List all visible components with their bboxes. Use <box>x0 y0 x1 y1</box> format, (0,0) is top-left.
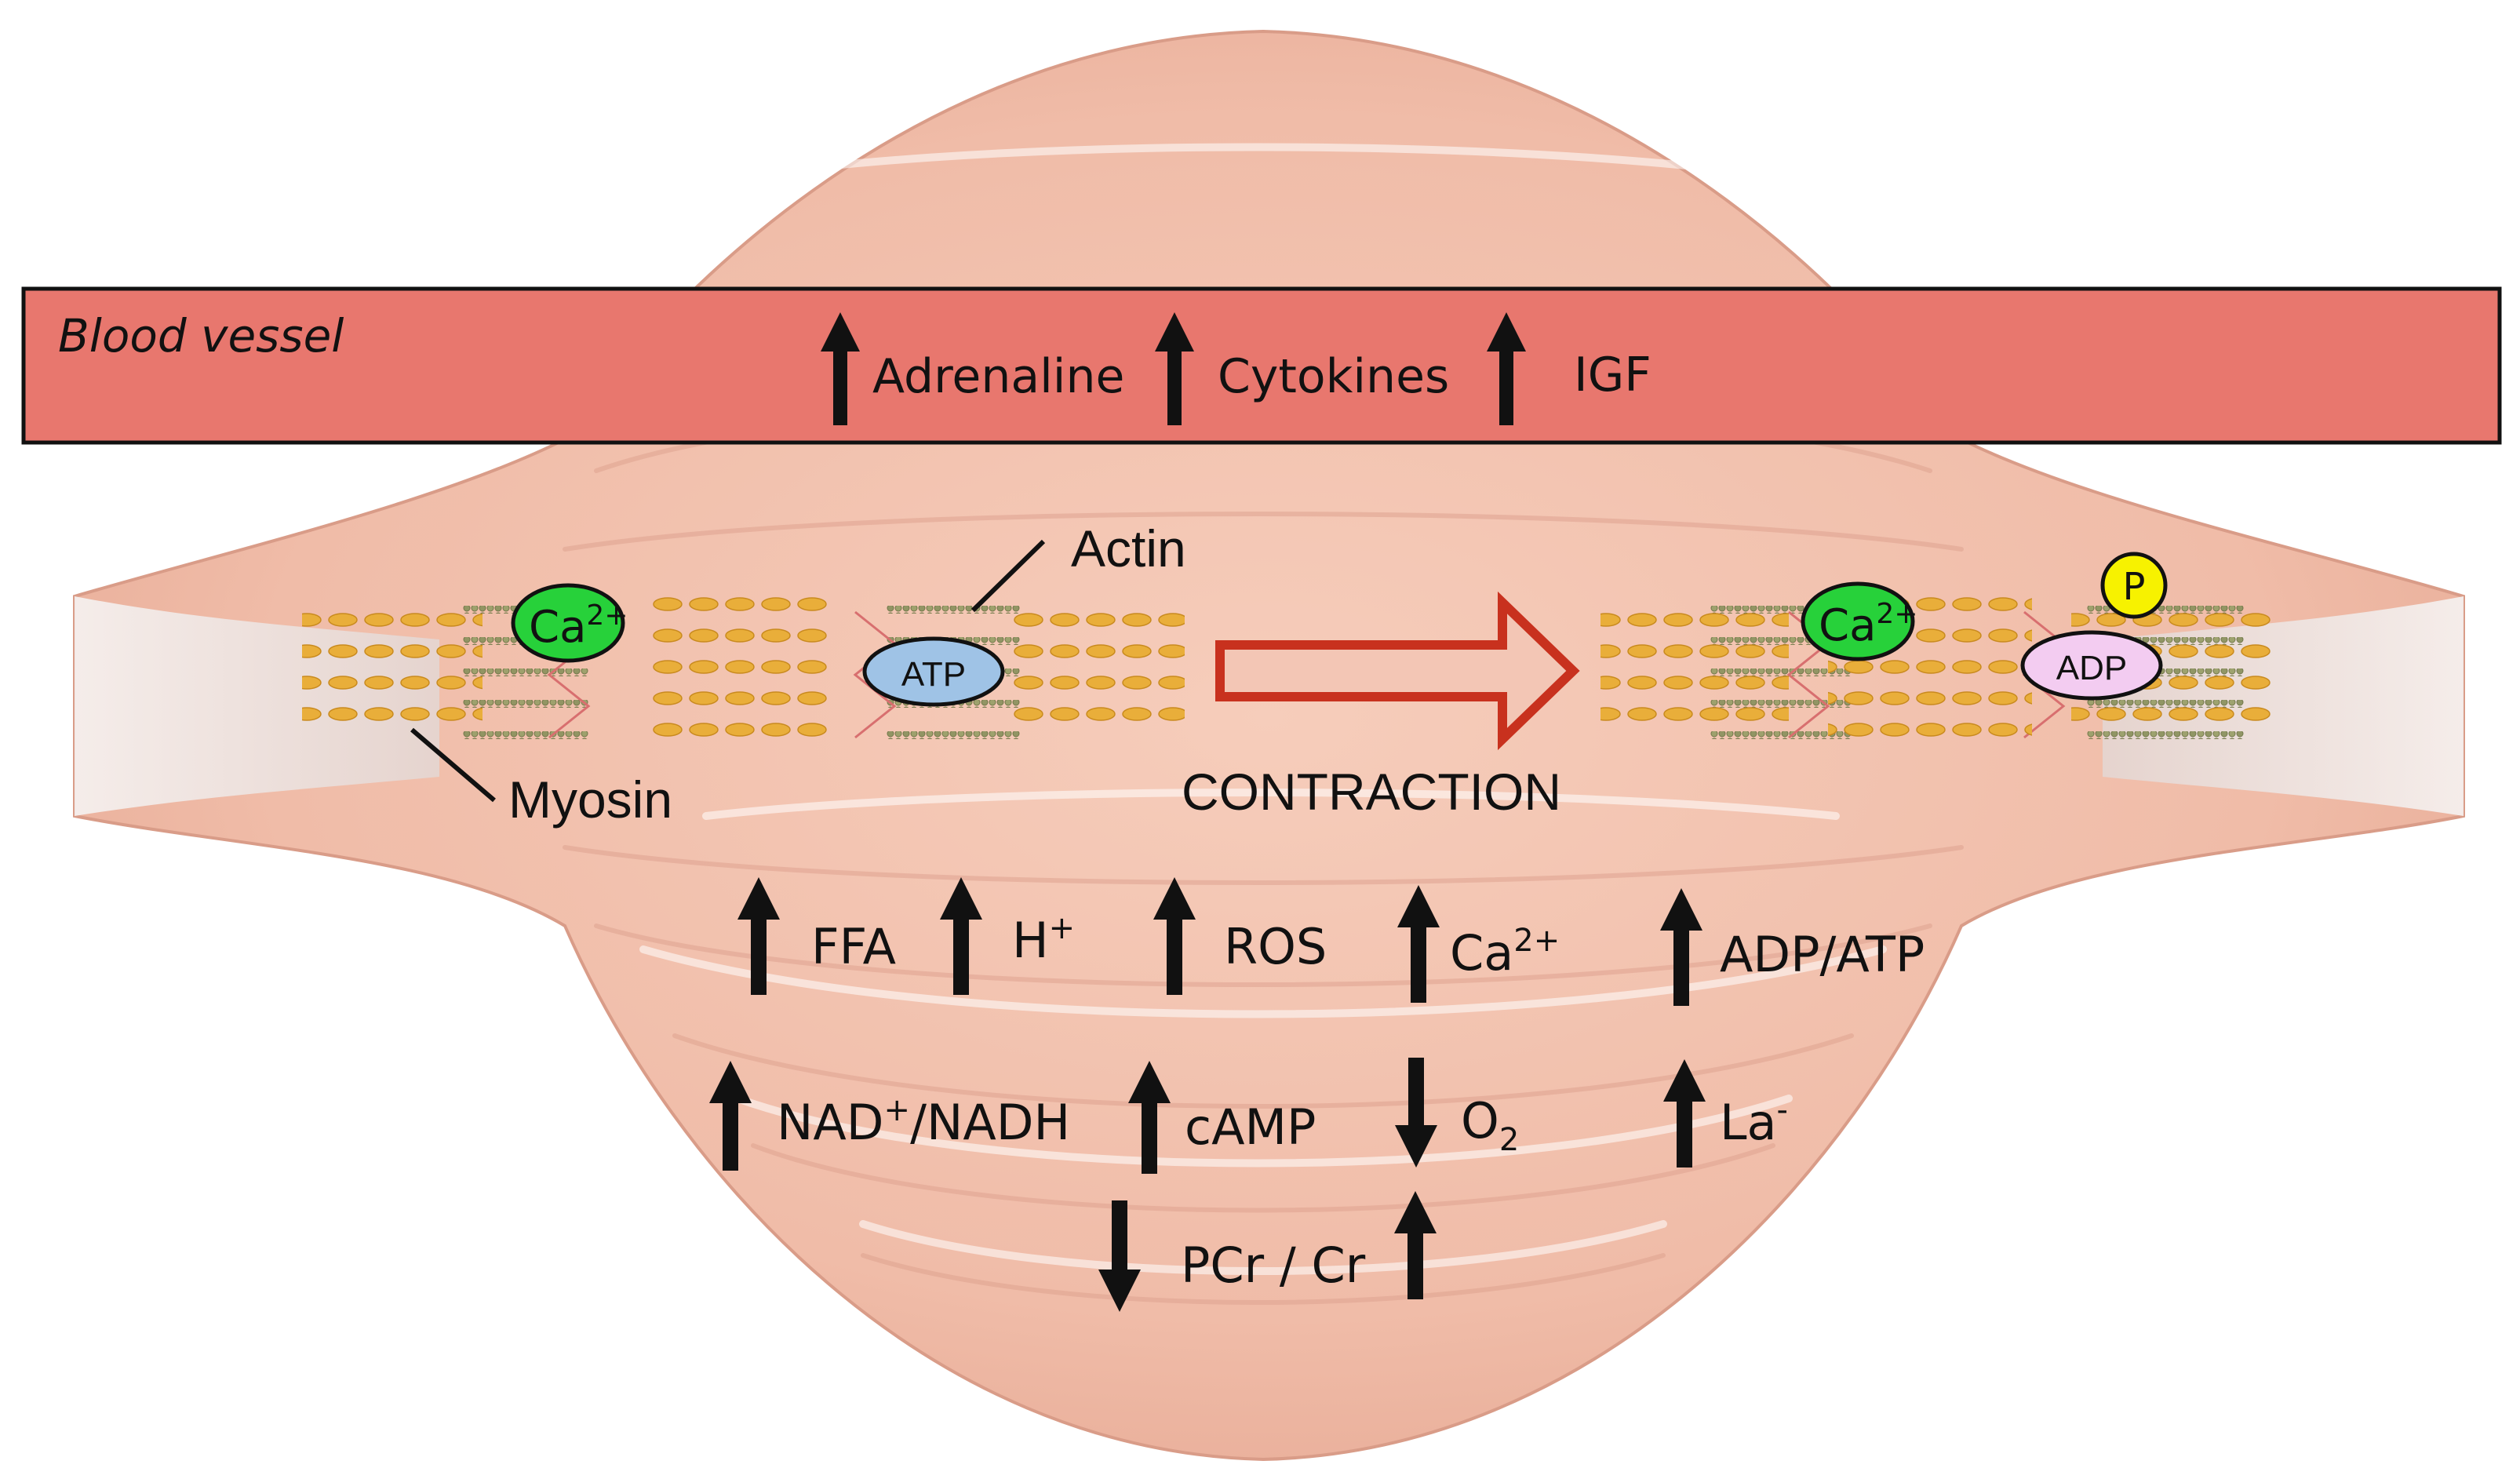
arrow-down-icon <box>1395 1058 1437 1168</box>
adp-molecule: ADP <box>2020 630 2163 701</box>
svg-text:Ca2+: Ca2+ <box>1450 923 1560 982</box>
calcium-label: Ca <box>1450 924 1513 982</box>
svg-text:O2: O2 <box>1461 1092 1519 1158</box>
arrow-up-icon <box>1397 885 1440 1003</box>
svg-text:NAD+/NADH: NAD+/NADH <box>777 1092 1070 1151</box>
sarcomere-contracted <box>1600 596 2275 739</box>
hydrogen-ion-label: H <box>1012 912 1049 969</box>
arrow-down-icon <box>1098 1200 1141 1312</box>
blood-vessel-label: Blood vessel <box>58 309 344 362</box>
adp-label: ADP <box>2056 649 2127 687</box>
calcium-ion-left: Ca2+ <box>511 583 628 663</box>
svg-text:Ca2+: Ca2+ <box>1819 598 1918 651</box>
metabolites-row-1: FFA H+ ROS Ca2+ ADP/ATP <box>737 877 1925 1006</box>
calcium-superscript: 2+ <box>586 599 628 632</box>
blood-vessel: Blood vessel Adrenaline Cytokines IGF <box>21 286 2502 445</box>
adp-atp-ratio-label: ADP/ATP <box>1720 926 1925 983</box>
blood-vessel-band <box>21 286 2502 445</box>
hydrogen-ion-superscript: + <box>1049 910 1076 946</box>
lactate-superscript: - <box>1777 1092 1788 1128</box>
myosin-leader-line <box>410 727 496 803</box>
myosin-label: Myosin <box>508 770 672 829</box>
ffa-label: FFA <box>811 918 896 975</box>
calcium-superscript: 2+ <box>1876 598 1917 630</box>
calcium-base: Ca <box>529 602 586 653</box>
phosphate-molecule: P <box>2100 552 2168 619</box>
ros-label: ROS <box>1224 918 1327 975</box>
atp-molecule: ATP <box>862 636 1005 707</box>
metabolites-row-3: PCr / Cr <box>1098 1191 1437 1312</box>
actin-leader-line <box>970 539 1046 613</box>
contraction-label: CONTRACTION <box>1182 763 1561 821</box>
sarcomere-relaxed <box>302 596 1185 739</box>
nadh-label: /NADH <box>910 1094 1070 1151</box>
arrow-up-icon <box>1663 1059 1706 1168</box>
arrow-up-icon <box>1155 312 1194 425</box>
pcr-cr-label: PCr / Cr <box>1181 1237 1366 1294</box>
arrow-up-icon <box>1487 312 1526 425</box>
metabolites-row-2: NAD+/NADH cAMP O2 La- <box>709 1058 1788 1174</box>
nad-superscript: + <box>884 1092 911 1128</box>
arrow-up-icon <box>1153 877 1196 995</box>
svg-text:La-: La- <box>1720 1092 1788 1151</box>
phosphate-label: P <box>2123 565 2146 609</box>
calcium-superscript: 2+ <box>1513 923 1560 959</box>
arrow-up-icon <box>940 877 982 995</box>
oxygen-label: O <box>1461 1092 1499 1149</box>
atp-label: ATP <box>901 655 966 694</box>
arrow-up-icon <box>821 312 860 425</box>
camp-label: cAMP <box>1185 1098 1316 1156</box>
arrow-up-icon <box>737 877 780 995</box>
igf-label: IGF <box>1574 348 1651 403</box>
svg-text:H+: H+ <box>1012 910 1075 969</box>
cytokines-label: Cytokines <box>1218 349 1449 404</box>
arrow-up-icon <box>1394 1191 1437 1299</box>
adrenaline-label: Adrenaline <box>872 349 1124 404</box>
oxygen-subscript: 2 <box>1499 1122 1519 1158</box>
nad-label: NAD <box>777 1094 884 1151</box>
arrow-up-icon <box>709 1061 752 1171</box>
calcium-base: Ca <box>1819 600 1876 651</box>
contraction-arrow <box>1215 591 1580 751</box>
lactate-label: La <box>1720 1094 1777 1151</box>
arrow-up-icon <box>1660 888 1702 1006</box>
svg-text:Ca2+: Ca2+ <box>529 599 628 653</box>
calcium-ion-right: Ca2+ <box>1801 581 1918 661</box>
actin-label: Actin <box>1071 519 1186 577</box>
arrow-up-icon <box>1128 1061 1171 1174</box>
